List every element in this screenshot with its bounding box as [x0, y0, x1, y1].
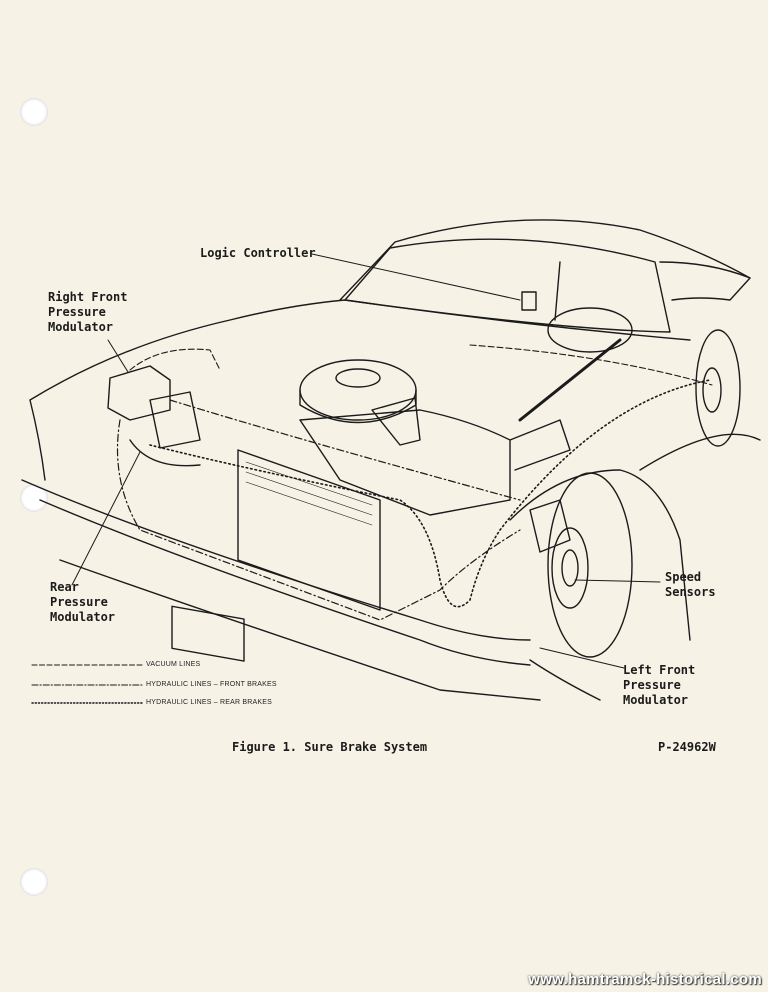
logic-controller-box	[521, 291, 537, 311]
figure-caption: Figure 1. Sure Brake System	[232, 740, 428, 754]
front-fender	[509, 469, 691, 641]
website-watermark: www.hamtramck-historical.com	[528, 971, 762, 988]
engine-block	[299, 409, 511, 516]
rear-wheel	[695, 329, 741, 447]
hydraulic-lines-front	[116, 399, 521, 621]
radiator	[237, 449, 381, 611]
label-rear-modulator: Rear Pressure Modulator	[50, 580, 116, 624]
leader-right-front	[107, 339, 129, 373]
roof-outline	[339, 219, 751, 301]
front-wheel	[547, 472, 633, 658]
rear-window	[659, 261, 751, 301]
leader-left-front	[539, 647, 625, 669]
part-number: P-24962W	[658, 740, 716, 754]
label-right-front-modulator: Right Front Pressure Modulator	[48, 290, 128, 334]
hood-outline	[29, 299, 691, 401]
steering-wheel	[547, 307, 633, 353]
left-front-modulator-shape	[529, 499, 571, 553]
label-logic-controller: Logic Controller	[200, 246, 316, 260]
label-left-front-modulator: Left Front Pressure Modulator	[623, 663, 696, 707]
legend-hydraulic-front: HYDRAULIC LINES – FRONT BRAKES	[146, 681, 277, 688]
vacuum-lines	[129, 344, 713, 386]
leader-rear	[71, 451, 141, 586]
right-front-modulator-shape	[107, 365, 171, 421]
license-plate-mount	[171, 605, 245, 662]
legend-vacuum-lines: VACUUM LINES	[146, 661, 201, 668]
binder-hole-top	[20, 98, 48, 126]
windshield-outline	[344, 238, 671, 333]
label-speed-sensors: Speed Sensors	[665, 570, 716, 599]
binder-hole-bottom	[20, 868, 48, 896]
steering-column	[518, 338, 622, 422]
legend-hydraulic-rear: HYDRAULIC LINES – REAR BRAKES	[146, 699, 273, 706]
leader-speed-sensors	[574, 579, 661, 583]
leader-logic-controller	[311, 253, 521, 301]
hydraulic-lines-rear	[149, 379, 711, 608]
